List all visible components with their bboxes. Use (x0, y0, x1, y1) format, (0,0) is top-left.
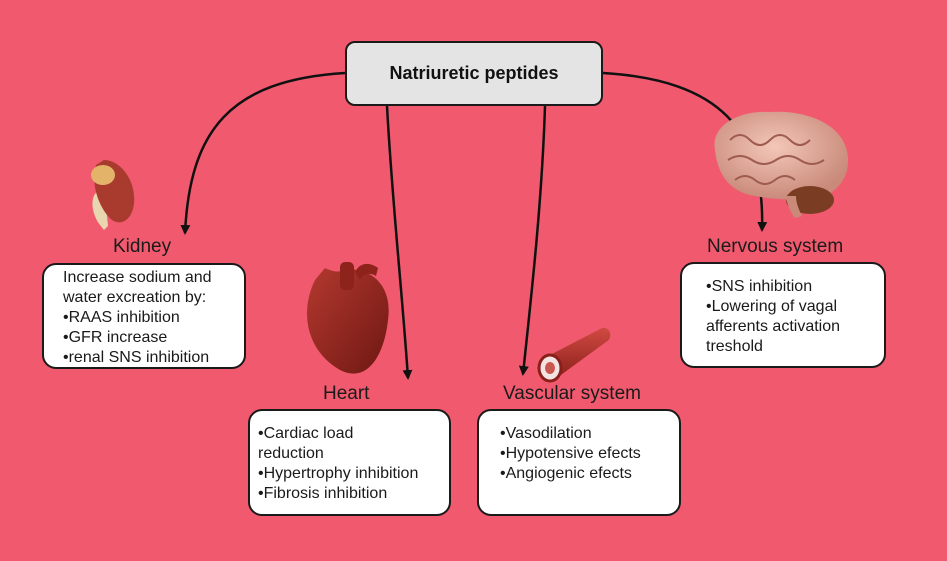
kidney-icon (91, 160, 135, 230)
heart-line: •Cardiac load (258, 425, 354, 442)
kidney-box: Increase sodium and water excreation by:… (42, 263, 246, 369)
nervous-line: afferents activation (706, 318, 841, 335)
brain-icon (714, 111, 849, 218)
nervous-label: Nervous system (707, 236, 844, 257)
heart-icon (307, 262, 389, 374)
nervous-line: •SNS inhibition (706, 278, 813, 295)
vascular-box: •Vasodilation •Hypotensive efects •Angio… (477, 409, 681, 516)
diagram-title: Natriuretic peptides (389, 63, 559, 83)
nervous-box: •SNS inhibition •Lowering of vagal affer… (680, 262, 886, 368)
heart-line: •Hypertrophy inhibition (258, 465, 419, 482)
heart-line: reduction (258, 445, 324, 462)
arrow-to-kidney (180, 71, 346, 235)
kidney-label: Kidney (113, 236, 172, 257)
arrow-to-heart (385, 105, 413, 380)
kidney-line: •RAAS inhibition (63, 309, 180, 326)
nervous-line: •Lowering of vagal (706, 298, 838, 315)
kidney-line: water excreation by: (63, 289, 207, 306)
vascular-label: Vascular system (503, 383, 641, 404)
vascular-line: •Hypotensive efects (500, 445, 641, 462)
heart-line: •Fibrosis inhibition (258, 485, 388, 502)
arrow-to-vascular (518, 105, 547, 376)
heart-box: •Cardiac load reduction •Hypertrophy inh… (248, 409, 451, 516)
title-box: Natriuretic peptides (345, 41, 603, 106)
kidney-line: •renal SNS inhibition (63, 349, 210, 366)
kidney-line: Increase sodium and (63, 269, 212, 286)
kidney-line: •GFR increase (63, 329, 168, 346)
blood-vessel-icon (537, 327, 611, 383)
vascular-line: •Angiogenic efects (500, 465, 632, 482)
vascular-line: •Vasodilation (500, 425, 592, 442)
heart-label: Heart (323, 383, 370, 404)
nervous-line: treshold (706, 338, 763, 355)
